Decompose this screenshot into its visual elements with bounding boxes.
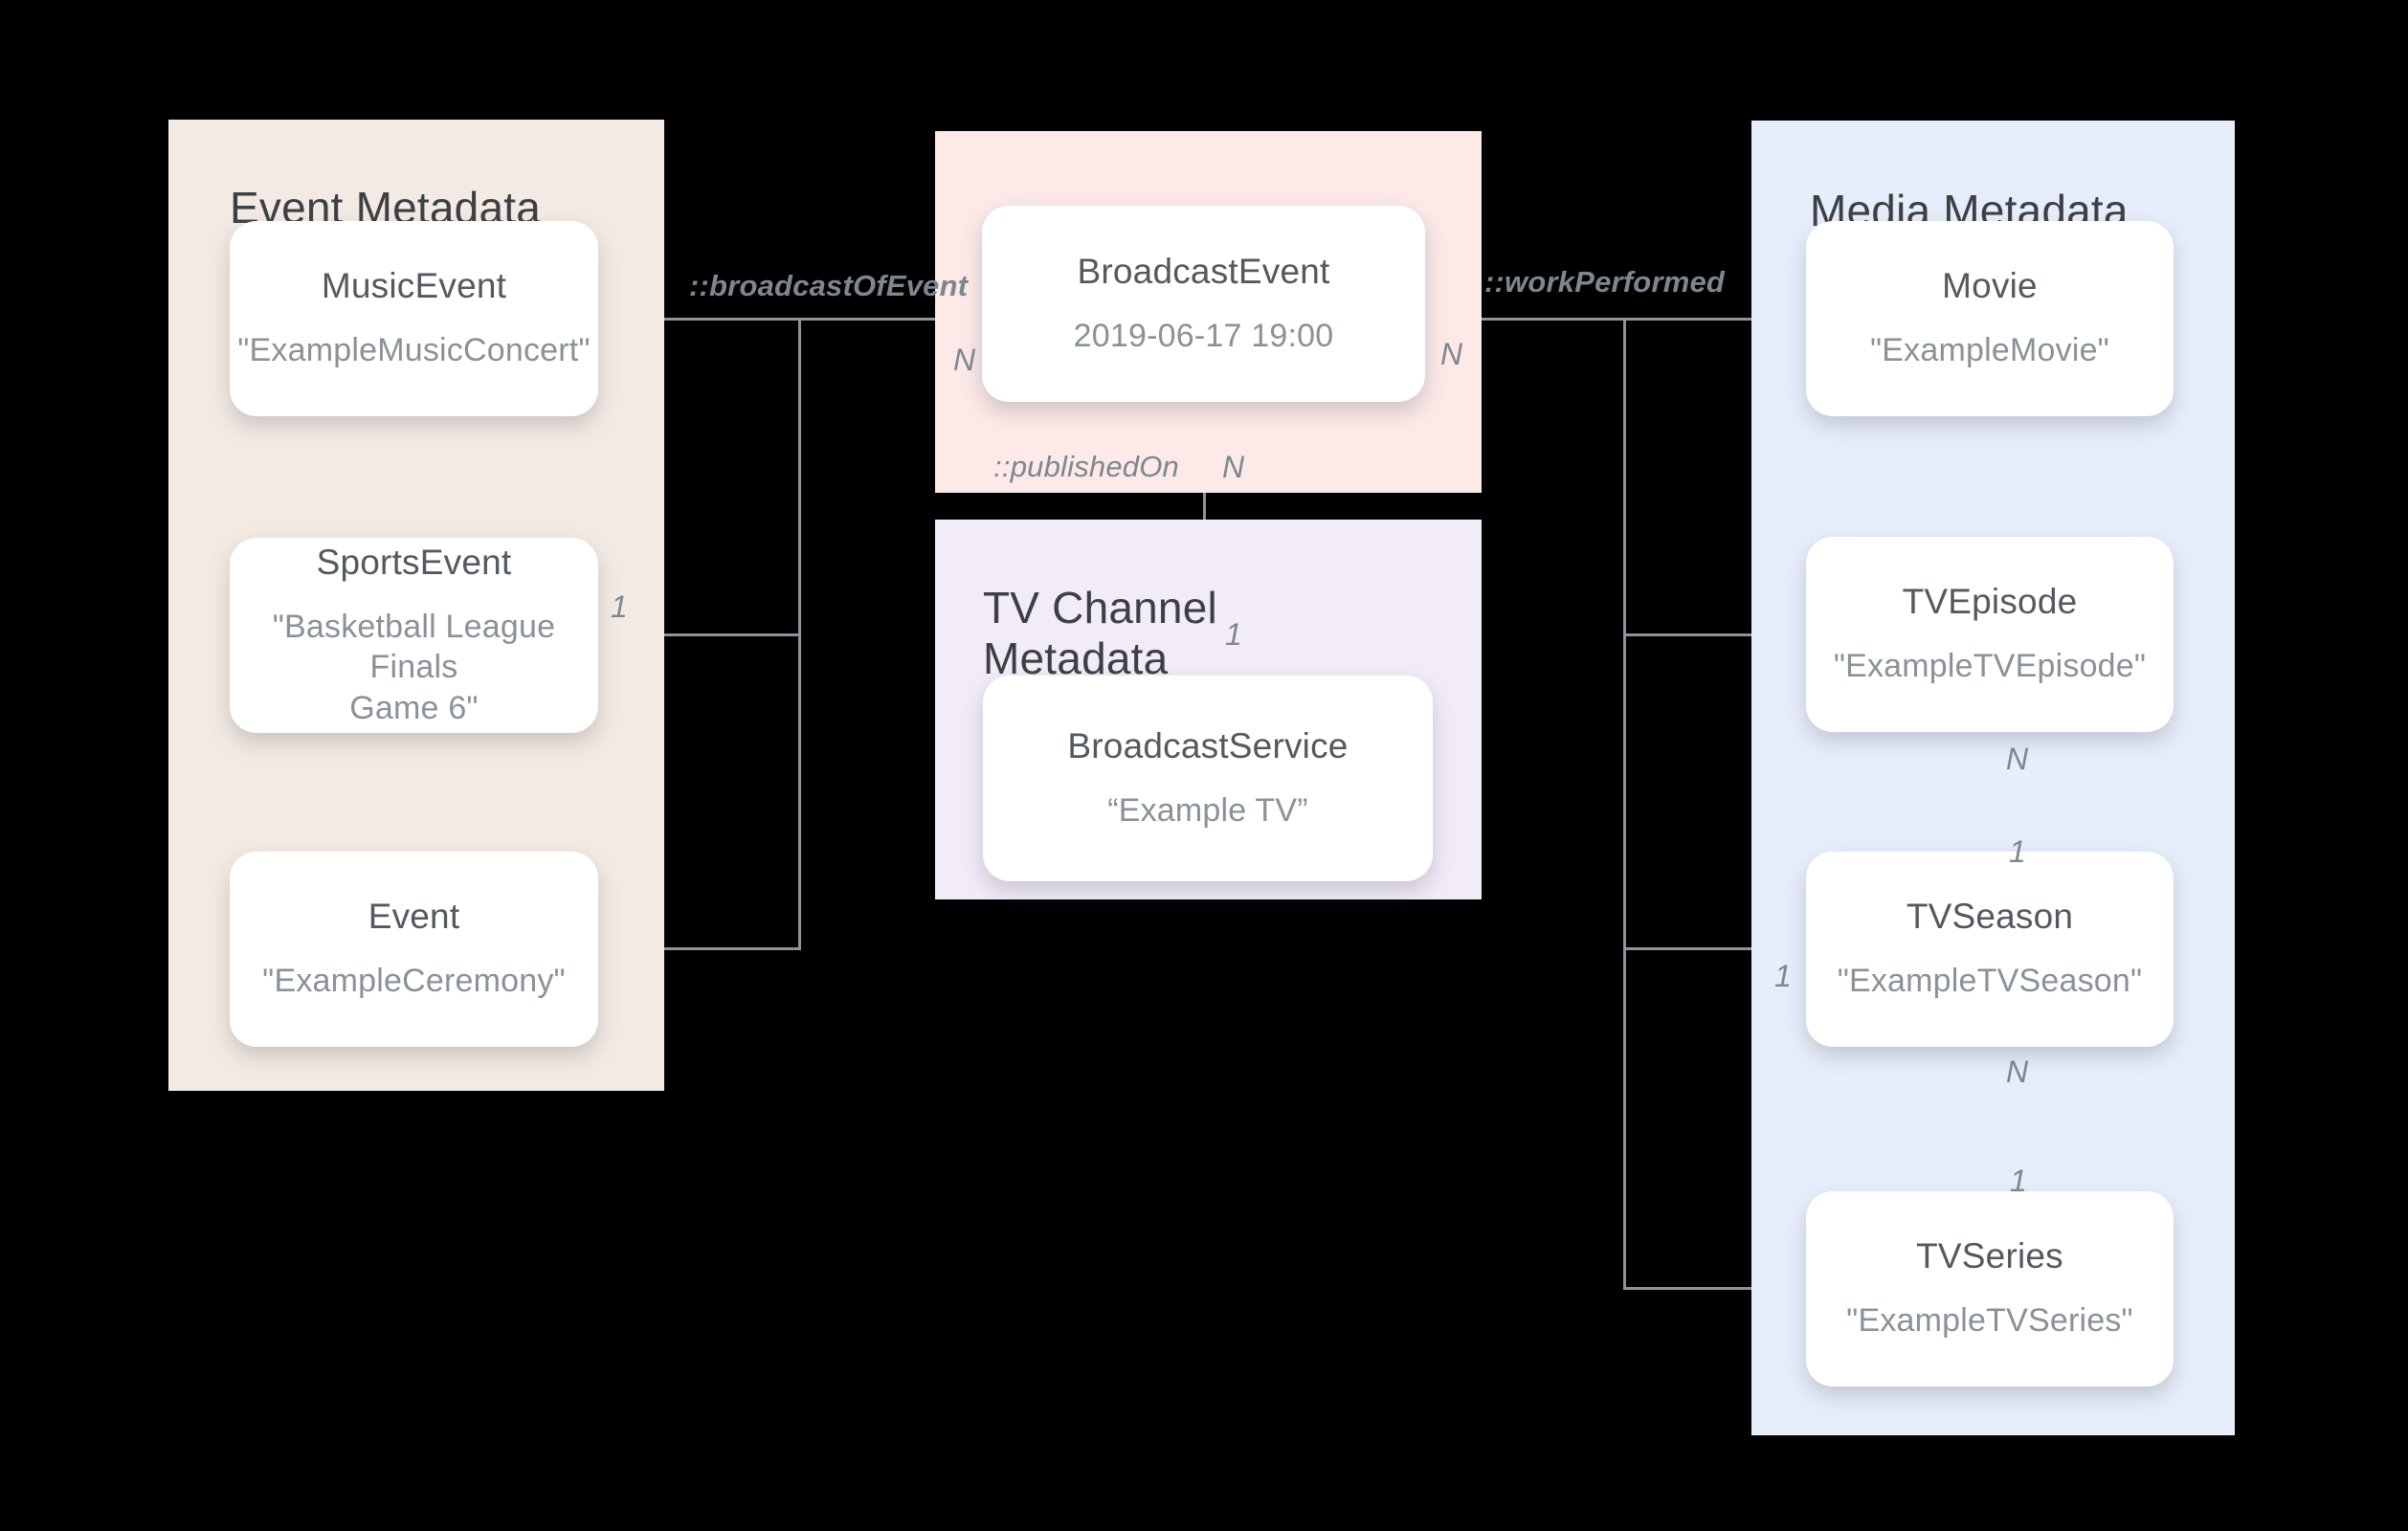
node-value: "Basketball League Finals Game 6" (272, 608, 556, 726)
connector-sportsevent-branch (597, 633, 801, 636)
node-title: Event (368, 897, 460, 937)
node-musicevent: MusicEvent "ExampleMusicConcert" (230, 221, 598, 416)
relation-label-broadcastofevent: ::broadcastOfEvent (689, 269, 969, 302)
node-tvseries: TVSeries "ExampleTVSeries" (1806, 1191, 2174, 1387)
node-value: "ExampleTVEpisode" (1833, 648, 2147, 685)
cardinality-broadcastevent-left-n: N (953, 343, 976, 377)
node-title: TVEpisode (1902, 582, 2078, 622)
cardinality-publishedon-1: 1 (1225, 617, 1242, 652)
node-title: Movie (1942, 266, 2038, 306)
node-value: 2019-06-17 19:00 (1073, 317, 1334, 354)
cardinality-publishedon-n: N (1222, 450, 1245, 484)
connector-tvseason-branch (1623, 947, 1806, 950)
connector-broadcastevent-movie (1425, 318, 1806, 321)
cardinality-tvseason-tvseries-n: N (2006, 1054, 2029, 1089)
node-title: BroadcastService (1067, 725, 1349, 766)
node-title: SportsEvent (316, 542, 512, 582)
connector-musicevent-broadcastevent (597, 318, 982, 321)
cardinality-tvseason-tvseries-1: 1 (2010, 1164, 2027, 1198)
cardinality-broadcastevent-right-n: N (1440, 337, 1463, 371)
cardinality-tvseason-connector-1: 1 (1774, 959, 1792, 993)
node-value: "ExampleMovie" (1870, 332, 2109, 369)
node-broadcastservice: BroadcastService “Example TV” (983, 676, 1433, 881)
node-value: “Example TV” (1107, 791, 1308, 829)
connector-event-branch (597, 947, 801, 950)
node-sportsevent: SportsEvent "Basketball League Finals Ga… (230, 538, 598, 733)
cardinality-tvepisode-tvseason-n: N (2006, 742, 2029, 776)
connector-tvseries-branch (1623, 1287, 1806, 1290)
relation-label-publishedon: ::publishedOn (993, 450, 1179, 483)
node-tvepisode: TVEpisode "ExampleTVEpisode" (1806, 537, 2174, 732)
node-tvseason: TVSeason "ExampleTVSeason" (1806, 852, 2174, 1047)
node-value: "ExampleTVSeason" (1837, 963, 2143, 1000)
node-title: MusicEvent (321, 266, 507, 306)
cardinality-sportsevent-1: 1 (611, 589, 628, 624)
node-event: Event "ExampleCeremony" (230, 852, 598, 1047)
node-value: "ExampleTVSeries" (1846, 1302, 2133, 1340)
node-title: TVSeries (1916, 1236, 2063, 1276)
cardinality-tvepisode-tvseason-1: 1 (2009, 834, 2026, 869)
node-value: "ExampleCeremony" (262, 963, 566, 1000)
node-value: "ExampleMusicConcert" (237, 332, 591, 369)
node-title: BroadcastEvent (1077, 251, 1330, 291)
node-broadcastevent: BroadcastEvent 2019-06-17 19:00 (982, 206, 1425, 402)
node-movie: Movie "ExampleMovie" (1806, 221, 2174, 416)
node-title: TVSeason (1906, 897, 2074, 937)
panel-tv-channel-metadata-title: TV Channel Metadata (983, 583, 1217, 684)
connector-tvepisode-branch (1623, 633, 1806, 636)
connector-right-vertical (1623, 319, 1626, 1289)
relation-label-workperformed: ::workPerformed (1484, 265, 1726, 299)
